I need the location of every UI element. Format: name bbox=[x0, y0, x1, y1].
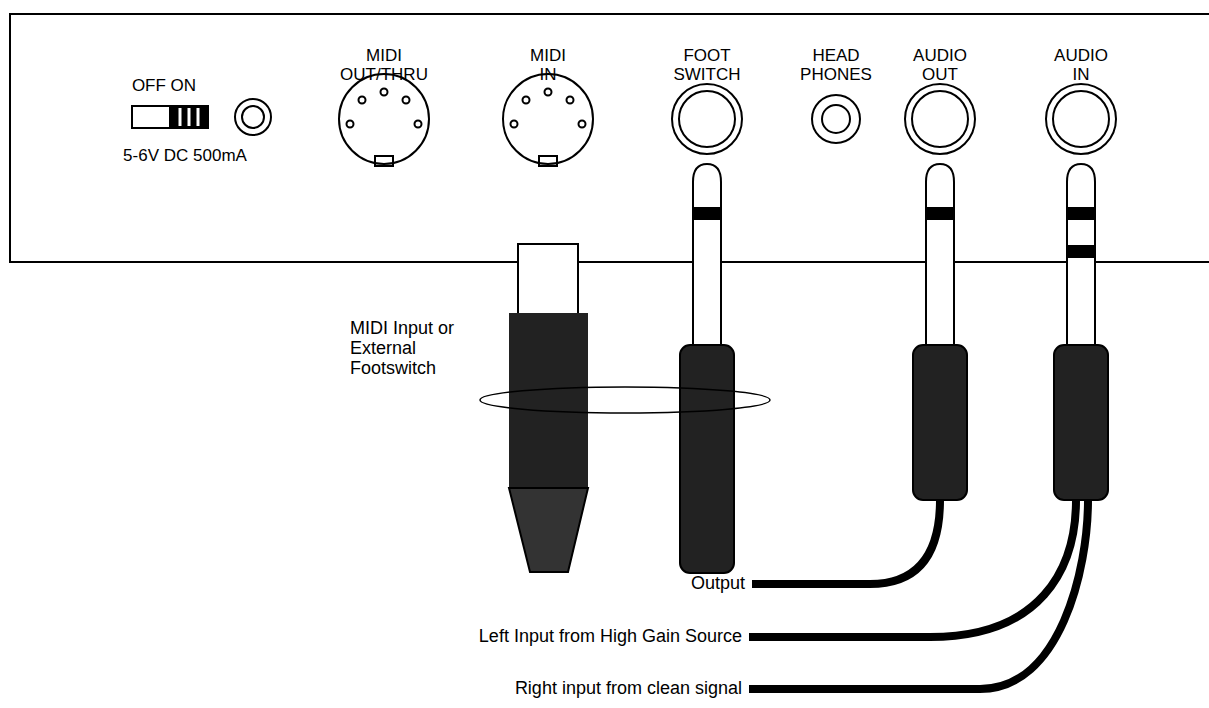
panel-label: OFF ON bbox=[132, 76, 196, 95]
panel-label: MIDI Input or External Footswitch bbox=[350, 318, 468, 378]
panel-label: AUDIO IN bbox=[1054, 46, 1108, 84]
panel-label: AUDIO OUT bbox=[913, 46, 967, 84]
panel-label: Right input from clean signal bbox=[515, 678, 742, 698]
panel-label: MIDI OUT/THRU bbox=[340, 46, 428, 84]
panel-label: HEAD PHONES bbox=[800, 46, 872, 84]
panel-label: Output bbox=[691, 573, 745, 593]
panel-label: 5-6V DC 500mA bbox=[123, 146, 247, 165]
panel-label: Left Input from High Gain Source bbox=[479, 626, 742, 646]
panel-label: FOOT SWITCH bbox=[673, 46, 740, 84]
panel-label: MIDI IN bbox=[530, 46, 566, 84]
